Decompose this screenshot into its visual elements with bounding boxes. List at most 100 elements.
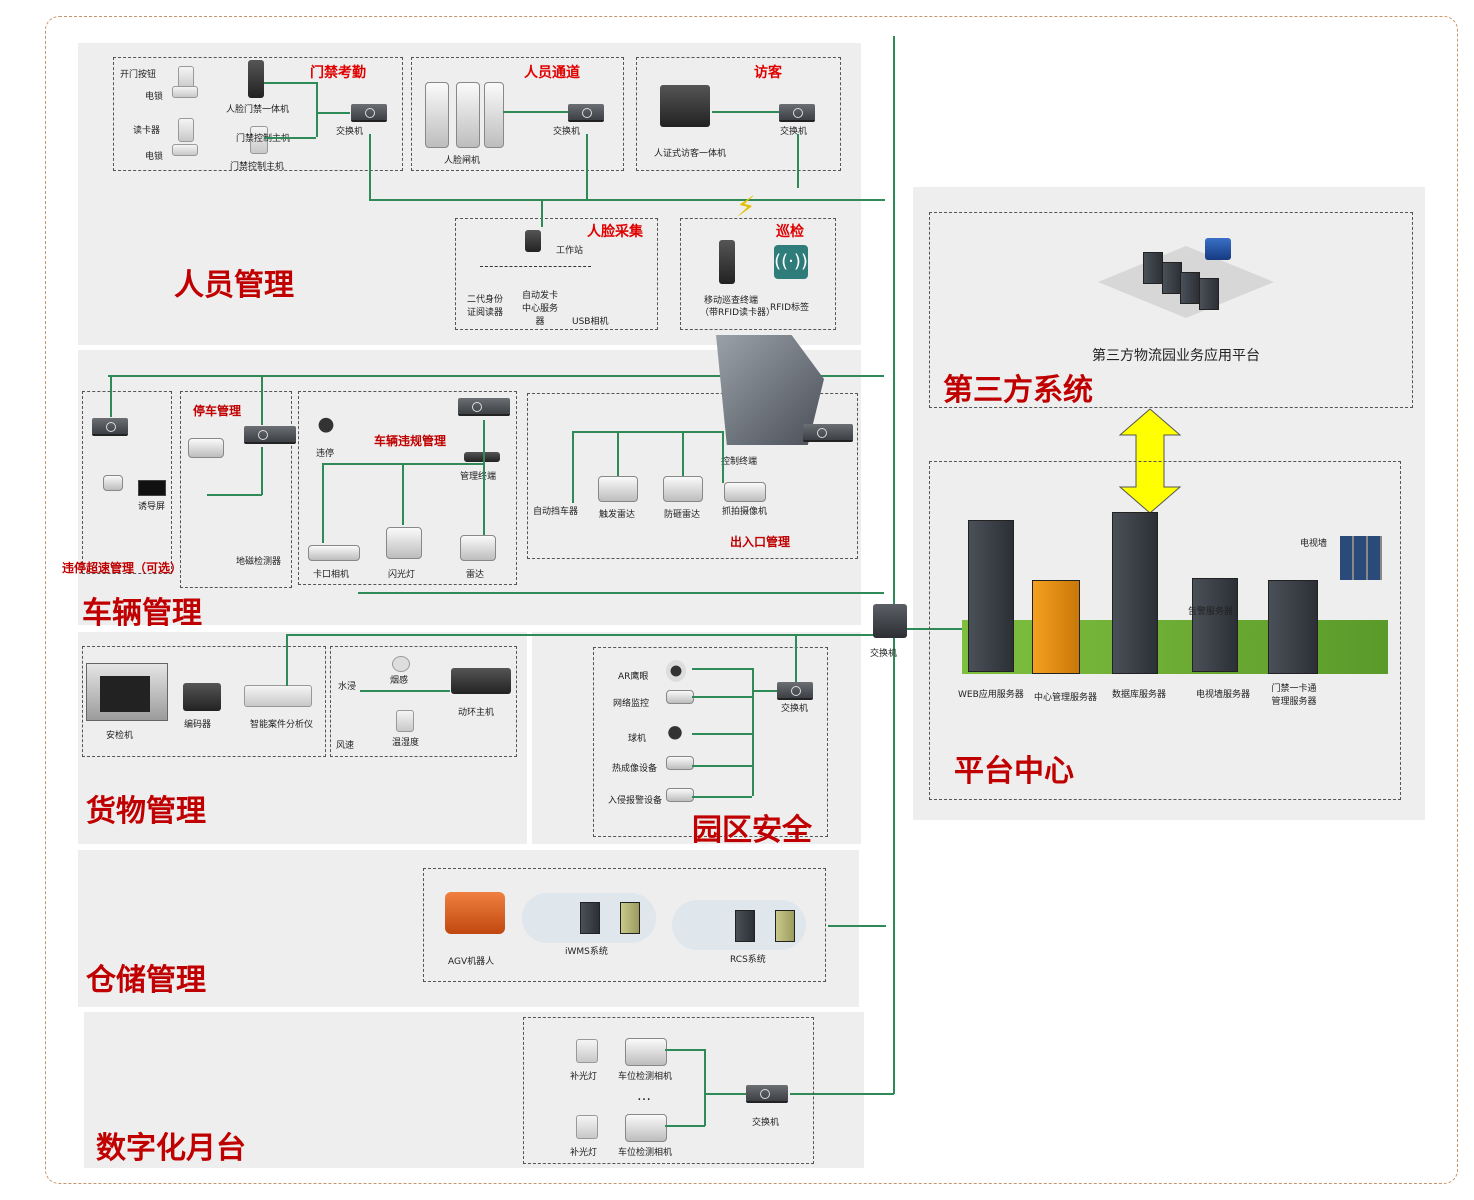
face-gate-icon-2 <box>456 82 480 148</box>
warehouse-title: 仓储管理 <box>86 963 206 998</box>
smoke-label: 烟感 <box>390 676 409 686</box>
trigger-radar-label: 触发雷达 <box>598 510 635 520</box>
ar-eagle-icon <box>666 660 686 682</box>
rfid-icon: ((·)) <box>774 245 808 279</box>
visitor-uplink <box>797 134 799 188</box>
flash-icon <box>386 527 422 559</box>
dock-switch-icon <box>746 1085 788 1101</box>
dock-ellipsis: … <box>637 1088 651 1104</box>
security-box <box>593 647 828 837</box>
tvwall-server-icon <box>1192 578 1238 672</box>
door-ctrl-icon <box>250 126 268 154</box>
radar-label: 雷达 <box>466 570 485 580</box>
sec-line-1 <box>692 668 752 670</box>
third-monitor-icon <box>1205 238 1231 260</box>
net-monitor-label: 网络监控 <box>613 699 650 709</box>
security-uplink <box>795 634 797 682</box>
agv-icon <box>445 892 505 934</box>
face-gate-label: 人脸闸机 <box>444 156 481 166</box>
face-gate-icon <box>425 82 449 148</box>
third-party-box <box>929 212 1413 408</box>
platform-bar-icon <box>962 620 1388 674</box>
warehouse-box <box>423 868 826 982</box>
violation-drop-3 <box>483 420 485 540</box>
violation-dome-icon <box>312 406 340 438</box>
temp-icon <box>396 710 414 732</box>
parking-line-v <box>261 447 263 495</box>
channel-switch-label: 交换机 <box>553 127 581 137</box>
visitor-title: 访客 <box>754 65 782 81</box>
entrance-bus <box>572 431 722 433</box>
lock1-device <box>172 86 198 98</box>
spot-cam-1-icon <box>625 1038 667 1066</box>
fill-light-1-label: 补光灯 <box>570 1072 598 1082</box>
enroll-label: 自动发卡中心服务器 <box>521 291 558 327</box>
dock-panel <box>84 1012 864 1168</box>
capture-cam-icon <box>724 482 766 502</box>
visitor-terminal-icon <box>660 85 710 127</box>
face-terminal-icon <box>248 60 264 98</box>
face-collect-box <box>455 218 658 330</box>
access-uplink <box>369 134 371 200</box>
iwms-label: iWMS系统 <box>565 947 608 957</box>
xray-tunnel-icon <box>100 676 150 712</box>
dock-box <box>523 1017 814 1164</box>
open-button-label: 开门按钮 <box>120 70 157 80</box>
ar-eagle-label: AR鹰眼 <box>618 672 649 682</box>
channel-box <box>411 57 624 171</box>
visitor-switch-label: 交换机 <box>780 127 808 137</box>
entrance-drop-3 <box>682 431 684 477</box>
access-line-4 <box>316 112 350 114</box>
security-bus <box>752 668 754 796</box>
violation-park-label: 违停 <box>316 449 335 459</box>
flash-label: 闪光灯 <box>388 570 416 580</box>
center-switch-icon <box>873 604 907 638</box>
access-line-3 <box>264 137 316 139</box>
parking-cam-icon <box>188 438 224 458</box>
smoke-icon <box>392 656 410 672</box>
parking-line <box>207 494 262 496</box>
iwms-server-1 <box>580 902 600 934</box>
door-ctrl-label-a: 门禁控制主机 <box>236 134 291 144</box>
iwms-server-2 <box>620 902 640 934</box>
smart-analyzer-icon <box>244 685 312 707</box>
sec-line-4 <box>692 765 752 767</box>
env-line <box>360 690 450 692</box>
card-reader-device <box>178 118 194 142</box>
tvwall-server-label: 电视墙服务器 <box>1196 690 1251 700</box>
link-cargo <box>286 634 886 636</box>
speeding-uplink <box>110 375 112 417</box>
wind-label: 风速 <box>336 741 355 751</box>
web-server-label: WEB应用服务器 <box>958 690 1024 700</box>
mobile-patrol-sub: （带RFID读卡器） <box>700 308 776 318</box>
access-switch-label: 交换机 <box>336 127 364 137</box>
bayonet-cam-icon <box>308 545 360 561</box>
channel-uplink <box>586 134 588 200</box>
face-terminal-label: 人脸门禁一体机 <box>226 105 290 115</box>
fill-light-2-icon <box>576 1115 598 1139</box>
entrance-switch-icon <box>803 424 853 440</box>
violation-drop-2 <box>402 463 404 525</box>
guide-screen-label: 诱导屏 <box>138 502 166 512</box>
visitor-box <box>636 57 841 171</box>
violation-drop-1 <box>322 463 324 543</box>
video-wall-icon <box>1340 536 1382 580</box>
cargo-box-1 <box>82 646 326 757</box>
cargo-box-2 <box>330 646 517 757</box>
speeding-switch-icon <box>92 418 128 434</box>
mgmt-terminal-icon <box>464 452 500 462</box>
parking-switch-icon <box>244 426 296 442</box>
spot-cam-2-label: 车位检测相机 <box>618 1148 673 1158</box>
security-title: 园区安全 <box>692 813 812 848</box>
channel-title: 人员通道 <box>524 65 580 81</box>
access-switch-icon <box>351 104 387 120</box>
xray-label: 安检机 <box>106 731 134 741</box>
usb-cam-label: USB相机 <box>572 317 609 327</box>
channel-line <box>503 111 571 113</box>
parking-title: 停车管理 <box>193 404 242 418</box>
visitor-terminal-label: 人证式访客一体机 <box>654 149 727 159</box>
lock2-device <box>172 144 198 156</box>
intrusion-icon <box>666 788 694 802</box>
third-server-1 <box>1143 252 1163 284</box>
entrance-title: 出入口管理 <box>730 535 791 549</box>
